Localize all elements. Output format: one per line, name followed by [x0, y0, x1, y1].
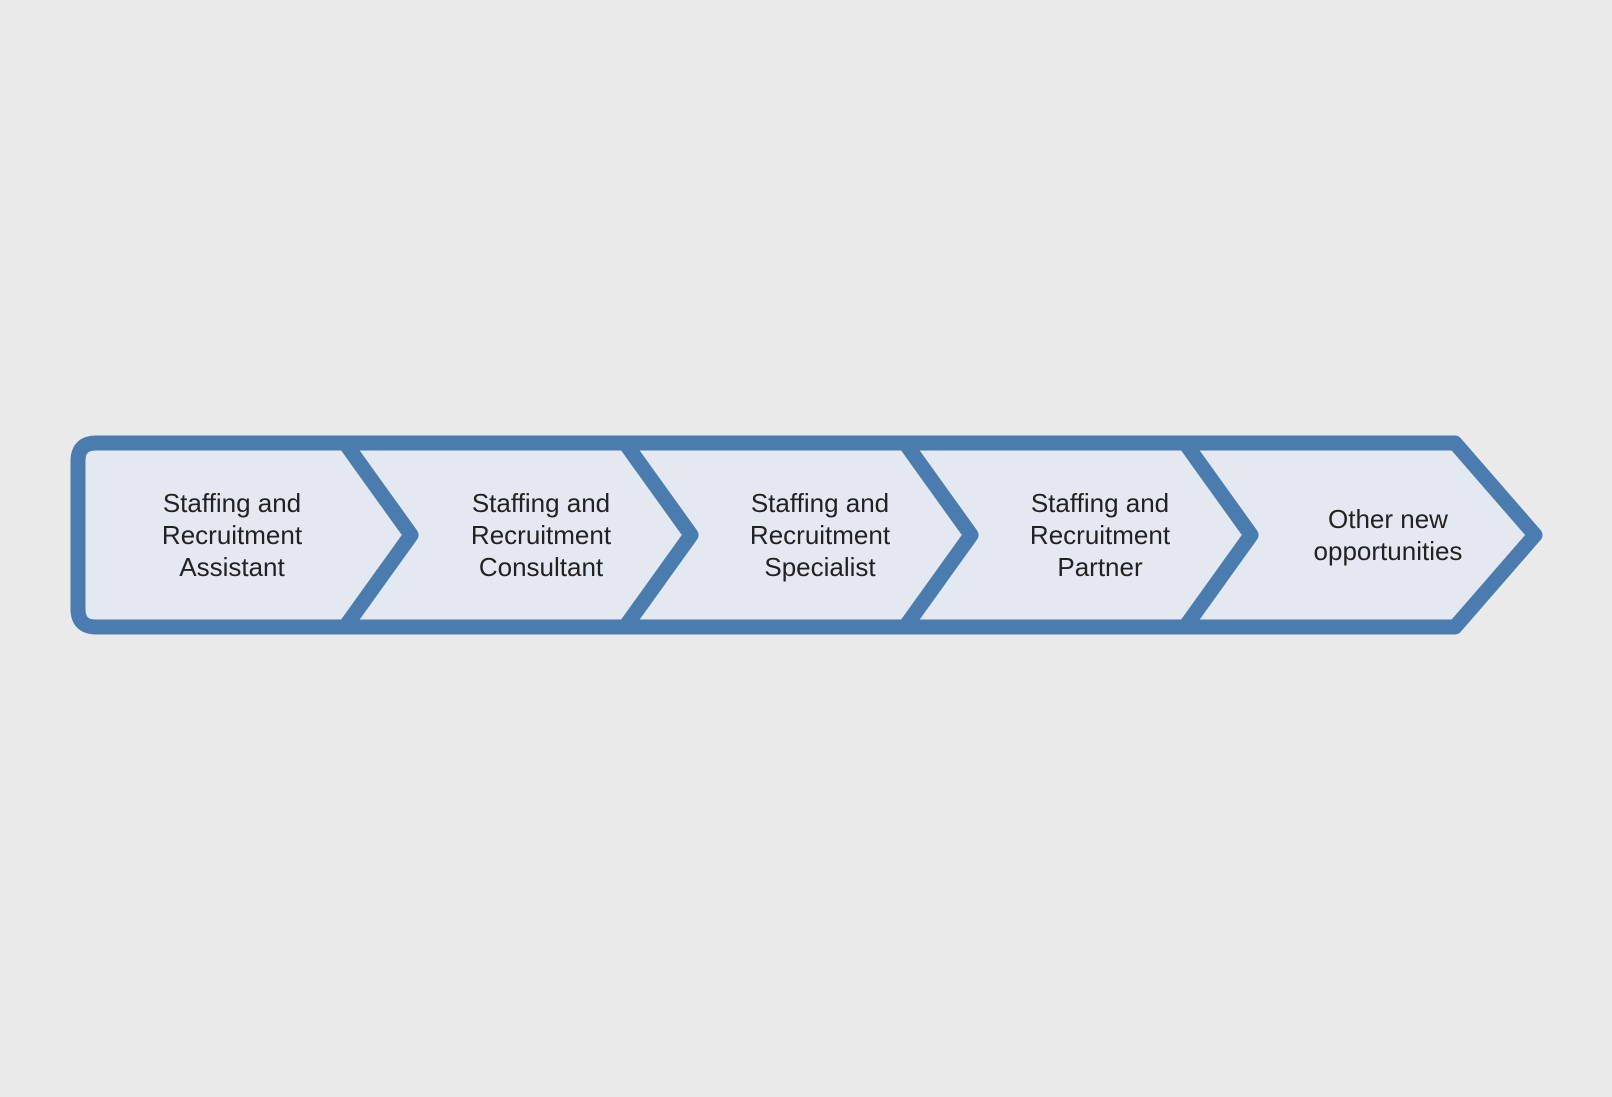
flow-step-2-label-line: Recruitment [471, 520, 612, 550]
flow-step-3-label-line: Staffing and [751, 488, 889, 518]
flow-step-2-label-line: Staffing and [472, 488, 610, 518]
flow-step-1-label-line: Assistant [179, 552, 285, 582]
flow-step-5-label-line: opportunities [1314, 536, 1463, 566]
flow-step-3-label-line: Specialist [764, 552, 876, 582]
flow-step-4-label-line: Recruitment [1030, 520, 1171, 550]
flow-step-2-label-line: Consultant [479, 552, 604, 582]
flow-step-4-label-line: Partner [1057, 552, 1143, 582]
flow-step-1-label-line: Staffing and [163, 488, 301, 518]
flow-step-1-chevron [70, 435, 419, 635]
flow-step-4-label-line: Staffing and [1031, 488, 1169, 518]
flow-step-1-label-line: Recruitment [162, 520, 303, 550]
flow-step-3-label-line: Recruitment [750, 520, 891, 550]
flow-step-5-label-line: Other new [1328, 504, 1448, 534]
